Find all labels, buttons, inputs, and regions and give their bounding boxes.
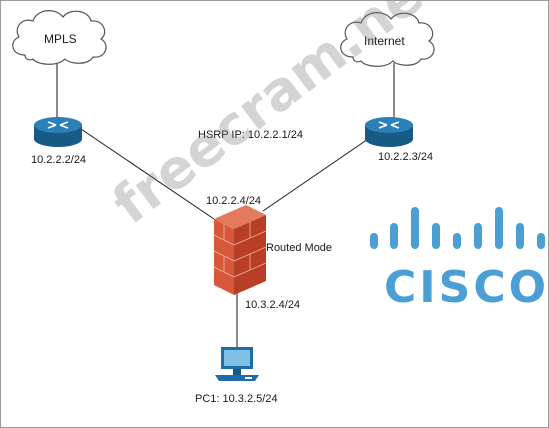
firewall-icon: [213, 205, 267, 295]
pc-icon: [215, 347, 259, 381]
firewall-outside-ip: 10.2.2.4/24: [206, 195, 262, 207]
router-right-ip: 10.2.2.3/24: [378, 151, 434, 163]
hsrp-ip-label: HSRP IP: 10.2.2.1/24: [198, 129, 303, 141]
firewall-mode-label: Routed Mode: [266, 242, 333, 254]
router-icon: [365, 117, 413, 147]
cisco-wordmark: CISCO: [384, 262, 549, 313]
cloud-icon: [12, 10, 107, 65]
cloud-label-internet: Internet: [364, 34, 405, 48]
link-left-router-firewall: [80, 128, 215, 220]
cloud-label-mpls: MPLS: [44, 32, 77, 46]
cisco-logo-bars-icon: [370, 207, 545, 249]
link-right-router-firewall: [262, 136, 372, 212]
router-icon: [34, 117, 82, 147]
pc1-label: PC1: 10.3.2.5/24: [195, 393, 278, 405]
router-left-ip: 10.2.2.2/24: [31, 154, 87, 166]
firewall-inside-ip: 10.3.2.4/24: [245, 299, 301, 311]
cloud-icon: [340, 12, 435, 67]
